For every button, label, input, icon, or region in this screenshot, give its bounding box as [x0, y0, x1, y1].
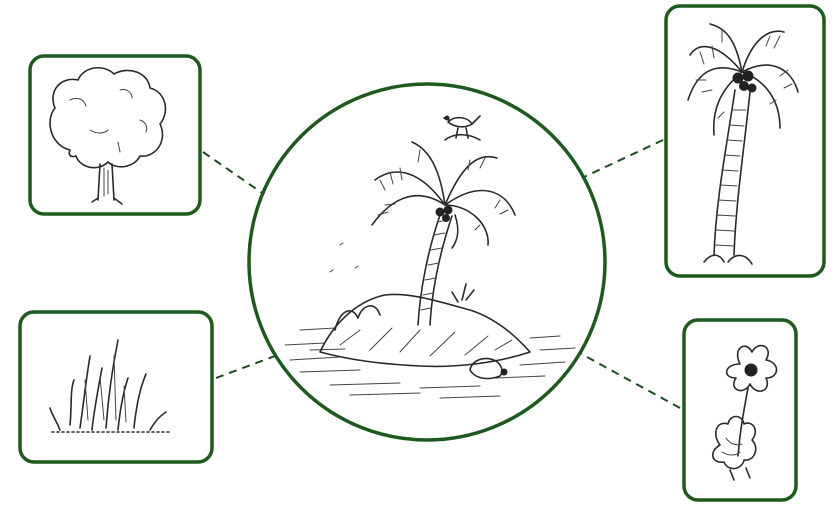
- panel-grass: [20, 312, 212, 462]
- panel-palm: [666, 6, 824, 276]
- island-scene-circle: [249, 84, 605, 440]
- panel-tree-frame: [30, 56, 200, 214]
- panel-tree: [30, 56, 200, 214]
- panel-flower-frame: [684, 320, 796, 500]
- panel-grass-frame: [20, 312, 212, 462]
- panel-flower: [684, 320, 796, 500]
